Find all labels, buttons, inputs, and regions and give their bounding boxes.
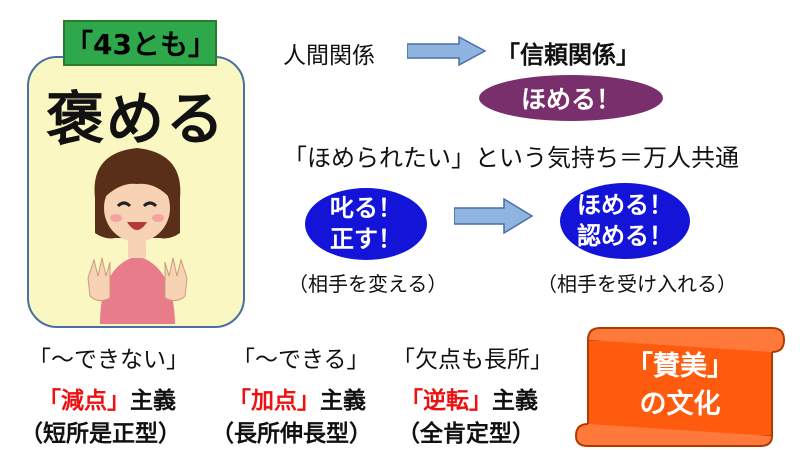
column-1-principle: 「減点」主義 (38, 381, 176, 415)
column-2-red: 「加点」 (228, 388, 320, 414)
praise-accept-line2: 認める！ (577, 222, 673, 250)
relationship-label: 人間関係 (283, 43, 375, 69)
trust-label: 「信頼関係」 (496, 41, 640, 69)
banner-text: 「賛美」 の文化 (588, 348, 772, 424)
card-title: 褒める (45, 85, 226, 153)
column-1-red: 「減点」 (38, 388, 130, 414)
column-2-principle: 「加点」主義 (228, 381, 366, 415)
column-3-quote: 「欠点も長所」 (392, 347, 553, 373)
column-2-type: （長所伸長型） (211, 421, 372, 447)
scroll-banner-shape (574, 327, 786, 447)
banner-line2: の文化 (639, 389, 721, 420)
praise-oval: ほめる！ (479, 75, 663, 121)
card-tag: 「43とも」 (63, 20, 217, 66)
common-desire-line: 「ほめられたい」という気持ち＝万人共通 (283, 144, 739, 172)
column-1-type: （短所是正型） (20, 421, 181, 447)
column-3-type: （全肯定型） (397, 421, 535, 447)
column-2-suffix: 主義 (320, 388, 366, 414)
praise-accept-line1: ほめる！ (577, 191, 673, 219)
arrow-right-icon (454, 198, 534, 234)
scold-oval-line2: 正す！ (330, 225, 402, 253)
column-3-suffix: 主義 (492, 388, 538, 414)
girl-illustration (87, 148, 188, 324)
column-1-quote: 「～できない」 (28, 347, 189, 373)
column-1-suffix: 主義 (130, 388, 176, 414)
banner-line1: 「賛美」 (626, 351, 734, 382)
column-3-red: 「逆転」 (400, 388, 492, 414)
column-3-principle: 「逆転」主義 (400, 381, 538, 415)
caption-change-other: （相手を変える） (288, 272, 448, 296)
caption-accept-other: （相手を受け入れる） (537, 272, 737, 296)
arrow-right-icon (407, 36, 487, 66)
scold-oval-line1: 叱る！ (330, 194, 402, 222)
praise-accept-oval: ほめる！ 認める！ (560, 183, 690, 259)
scold-oval: 叱る！ 正す！ (305, 188, 427, 260)
column-2-quote: 「～できる」 (232, 347, 370, 373)
